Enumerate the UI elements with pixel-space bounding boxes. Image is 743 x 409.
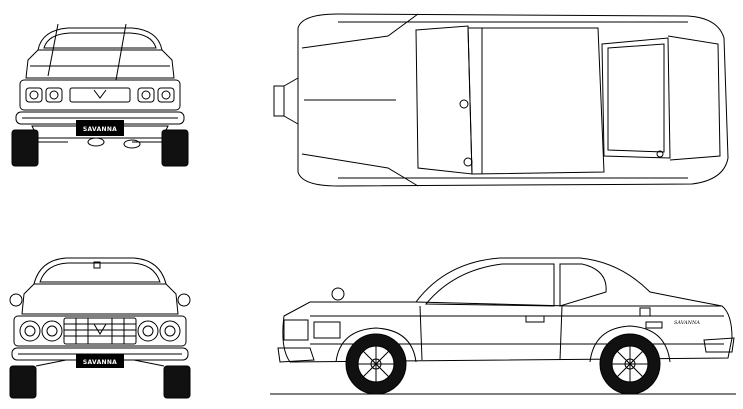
side-view: SAVANNA	[270, 252, 736, 400]
side-view-drawing	[270, 257, 736, 395]
front-view: SAVANNA	[6, 254, 194, 400]
side-badge: SAVANNA	[674, 320, 700, 326]
top-view	[268, 8, 738, 192]
rear-view: SAVANNA	[8, 20, 192, 172]
side-badge-text: SAVANNA	[674, 320, 700, 326]
front-view-drawing	[9, 257, 191, 399]
rear-plate-text: SAVANNA	[83, 126, 117, 133]
front-plate: SAVANNA	[76, 354, 124, 368]
front-plate-text: SAVANNA	[83, 359, 117, 366]
rear-plate: SAVANNA	[76, 120, 124, 136]
top-view-drawing	[273, 13, 729, 187]
